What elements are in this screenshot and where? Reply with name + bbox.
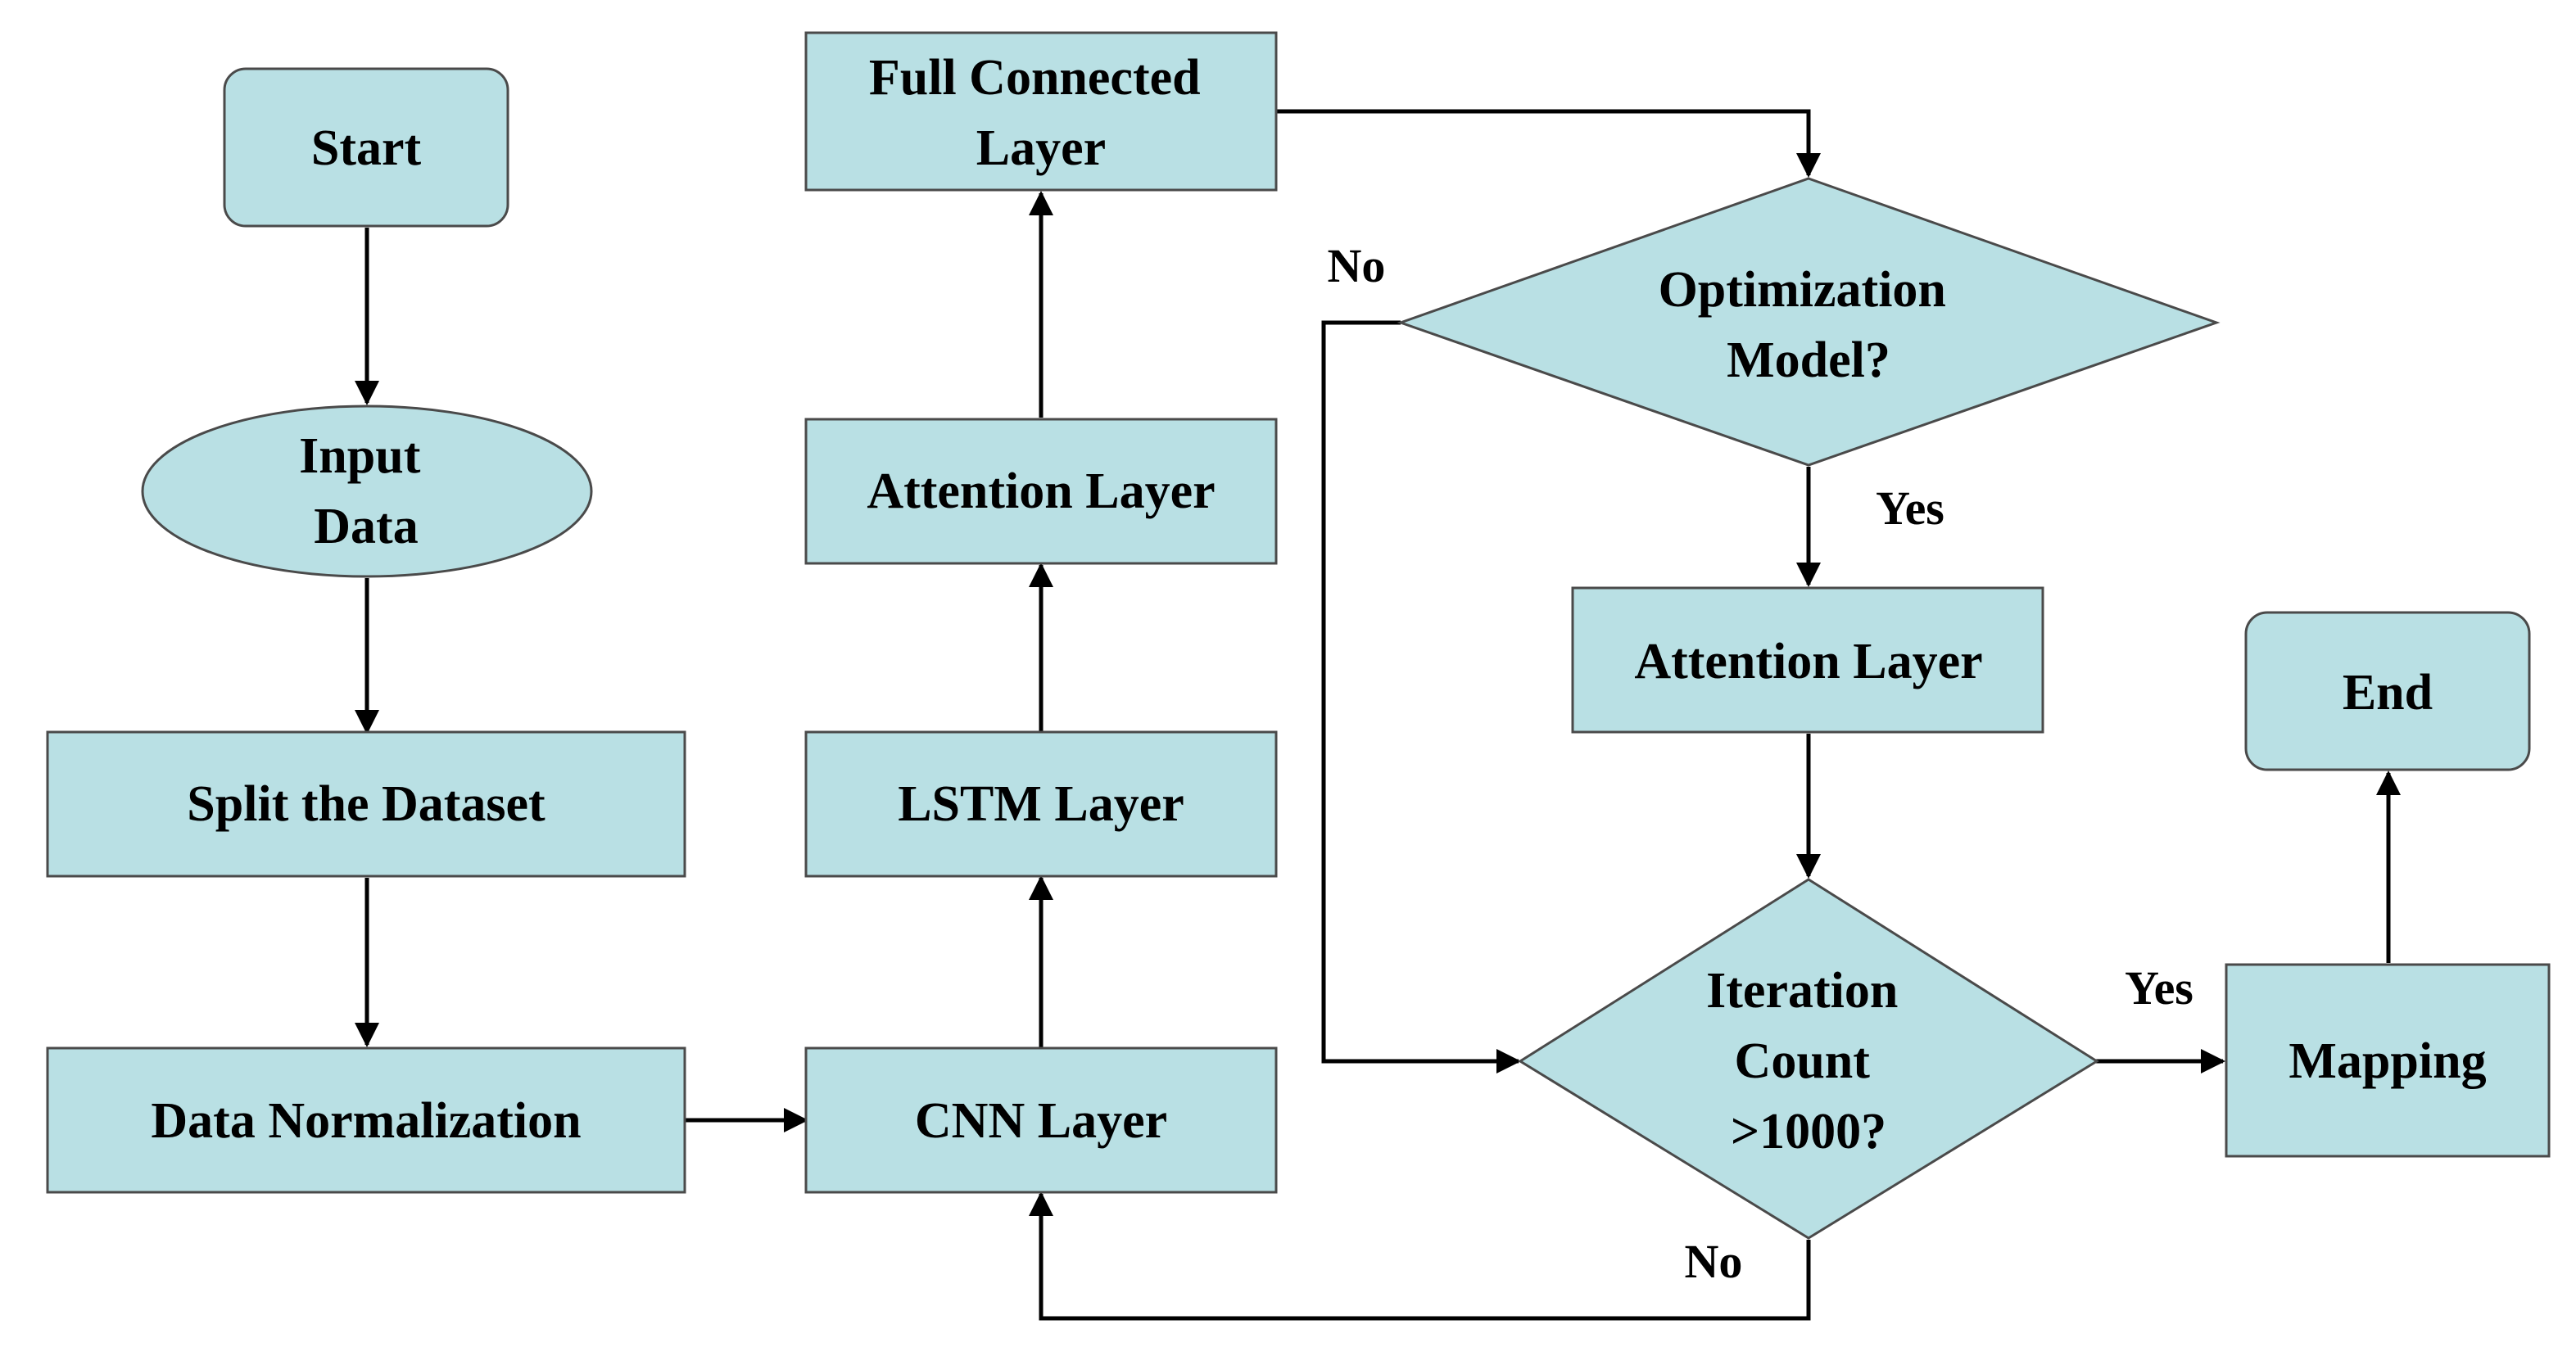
node-attention-layer-1: Attention Layer	[804, 418, 1278, 565]
node-start: Start	[223, 67, 509, 228]
optimization-model-label: Optimization Model?	[1659, 262, 1959, 388]
split-dataset-box	[46, 730, 686, 878]
end-terminal-shape	[2244, 611, 2531, 771]
mapping-label: Mapping	[2289, 1033, 2486, 1089]
lstm-layer-label: LSTM Layer	[898, 776, 1184, 832]
start-terminal-shape	[223, 67, 509, 228]
mapping-box	[2225, 963, 2551, 1158]
start-label: Start	[311, 120, 422, 176]
attention-layer-2-label: Attention Layer	[1634, 634, 1982, 689]
iteration-no-label: No	[1685, 1235, 1743, 1288]
cnn-layer-label: CNN Layer	[915, 1093, 1167, 1149]
node-optimization-model: Optimization Model?	[1397, 177, 2221, 467]
node-split-dataset: Split the Dataset	[46, 730, 686, 878]
edges	[355, 109, 2401, 1321]
node-mapping: Mapping	[2225, 963, 2551, 1158]
iteration-count-diamond	[1518, 878, 2099, 1240]
input-data-label: Input Data	[299, 428, 433, 554]
node-data-normalization: Data Normalization	[46, 1046, 686, 1194]
node-attention-layer-2: Attention Layer	[1571, 586, 2044, 734]
full-connected-box	[804, 31, 1278, 192]
node-iteration-count: Iteration Count >1000?	[1518, 878, 2099, 1240]
node-input-data: Input Data	[141, 405, 593, 578]
attention-layer-2-box	[1571, 586, 2044, 734]
edge-iteration-no-to-cnn	[1029, 1191, 1811, 1321]
iteration-count-label: Iteration Count >1000?	[1706, 963, 1911, 1159]
optimization-model-diamond	[1397, 177, 2221, 467]
node-full-connected: Full Connected Layer	[804, 31, 1278, 192]
split-dataset-label: Split the Dataset	[187, 776, 546, 832]
data-normalization-box	[46, 1046, 686, 1194]
edge-labels: No Yes Yes No	[1328, 239, 2193, 1288]
optimization-no-label: No	[1328, 239, 1386, 292]
full-connected-label: Full Connected Layer	[869, 50, 1213, 176]
edge-optimization-no-to-iteration	[1321, 320, 1521, 1074]
optimization-yes-label: Yes	[1876, 481, 1944, 535]
edge-fullconnected-to-optimization	[1277, 109, 1821, 178]
iteration-yes-label: Yes	[2125, 961, 2193, 1015]
attention-layer-1-label: Attention Layer	[867, 463, 1215, 519]
end-label: End	[2343, 665, 2433, 721]
lstm-layer-box	[804, 730, 1278, 878]
cnn-layer-box	[804, 1046, 1278, 1194]
node-cnn-layer: CNN Layer	[804, 1046, 1278, 1194]
node-end: End	[2244, 611, 2531, 771]
attention-layer-1-box	[804, 418, 1278, 565]
node-lstm-layer: LSTM Layer	[804, 730, 1278, 878]
input-data-ellipse	[141, 405, 593, 578]
data-normalization-label: Data Normalization	[151, 1093, 581, 1149]
